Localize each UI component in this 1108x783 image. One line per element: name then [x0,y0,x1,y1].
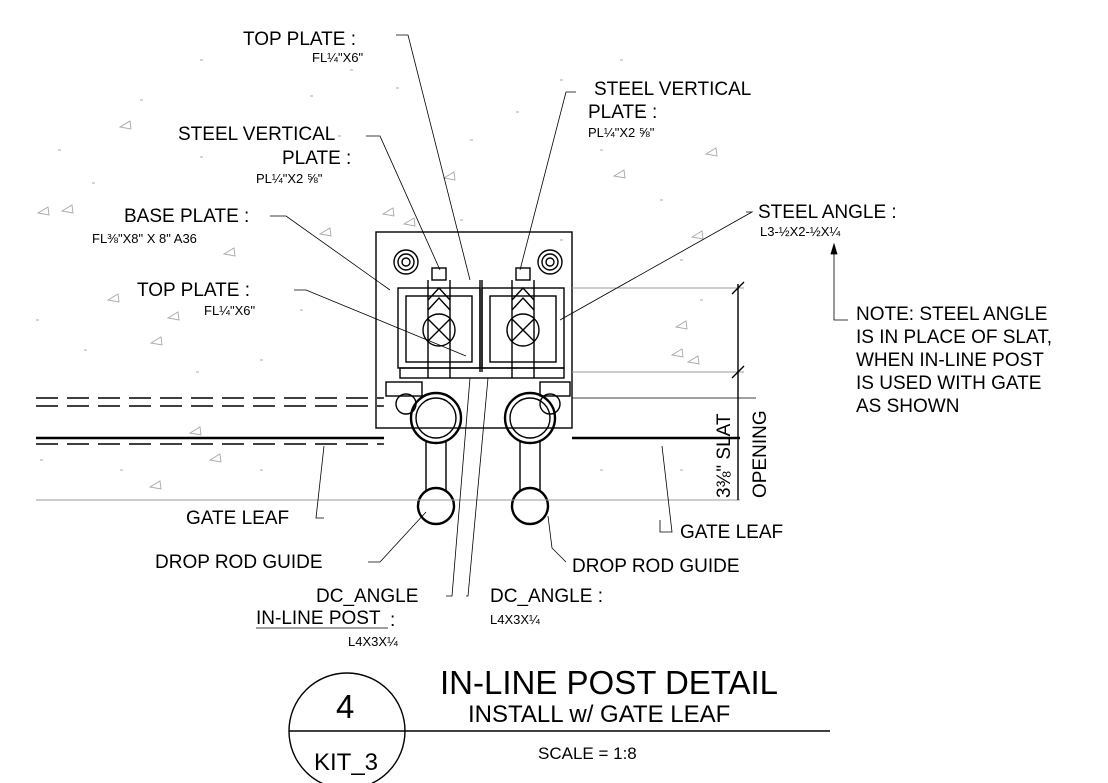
steel-angle-label: STEEL ANGLE : [758,202,897,223]
detail-title: IN-LINE POST DETAIL [440,664,778,701]
gate-leaf-lines [36,287,744,501]
gate-leaf-right-label: GATE LEAF [680,522,783,543]
steel-vertical-left-label-2: PLATE : [282,148,351,169]
opening-label: OPENING [750,410,771,498]
gate-leaf-left-label: GATE LEAF [186,508,289,529]
title-block: 4 KIT_3 IN-LINE POST DETAIL INSTALL w/ G… [288,664,830,783]
dc-angle-left-label: DC_ANGLE [316,586,418,607]
steel-angle-note: NOTE: STEEL ANGLE IS IN PLACE OF SLAT, W… [856,304,1052,417]
note-line-4: IS USED WITH GATE [856,373,1041,394]
note-line-2: IS IN PLACE OF SLAT, [856,327,1052,348]
detail-subtitle: INSTALL w/ GATE LEAF [468,701,730,728]
steel-vertical-left-label-1: STEEL VERTICAL [178,124,335,145]
concrete-hatch [36,59,718,490]
steel-vertical-right-spec: PL¼"X2 ⅝" [588,125,655,140]
drop-rod-guide-right-label: DROP ROD GUIDE [572,556,740,577]
steel-angle-spec: L3-½X2-½X¼ [760,224,840,239]
drop-rod-guide-left-label: DROP ROD GUIDE [155,552,323,573]
dc-angle-right-spec: L4X3X¼ [490,612,540,627]
steel-vertical-left-spec: PL¼"X2 ⅝" [256,171,323,186]
note-line-1: NOTE: STEEL ANGLE [856,304,1047,325]
base-plate-spec: FL⅜"X8" X 8" A36 [92,231,197,246]
post-assembly [375,231,573,526]
detail-scale: SCALE = 1:8 [538,744,637,763]
steel-vertical-right-label-1: STEEL VERTICAL [594,79,751,100]
in-line-post-colon: : [390,610,395,631]
leader-lines [270,34,848,597]
detail-number: 4 [336,688,354,725]
top-plate-label-2: TOP PLATE : [137,280,250,301]
slat-dimension-label: 3⅜" SLAT [714,413,735,498]
top-plate-spec-2: FL¼"X6" [204,303,256,318]
note-line-5: AS SHOWN [856,396,959,417]
top-plate-label-1: TOP PLATE : [243,29,356,50]
steel-vertical-right-label-2: PLATE : [588,102,657,123]
base-plate-label: BASE PLATE : [124,206,249,227]
in-line-post-spec: L4X3X¼ [348,634,398,649]
in-line-post-label: IN-LINE POST [256,608,381,629]
slat-dimension [731,281,745,500]
dc-angle-right-label: DC_ANGLE : [490,586,603,607]
note-line-3: WHEN IN-LINE POST [856,350,1044,371]
sheet-number: KIT_3 [314,749,378,776]
top-plate-spec-1: FL¼"X6" [312,50,364,65]
